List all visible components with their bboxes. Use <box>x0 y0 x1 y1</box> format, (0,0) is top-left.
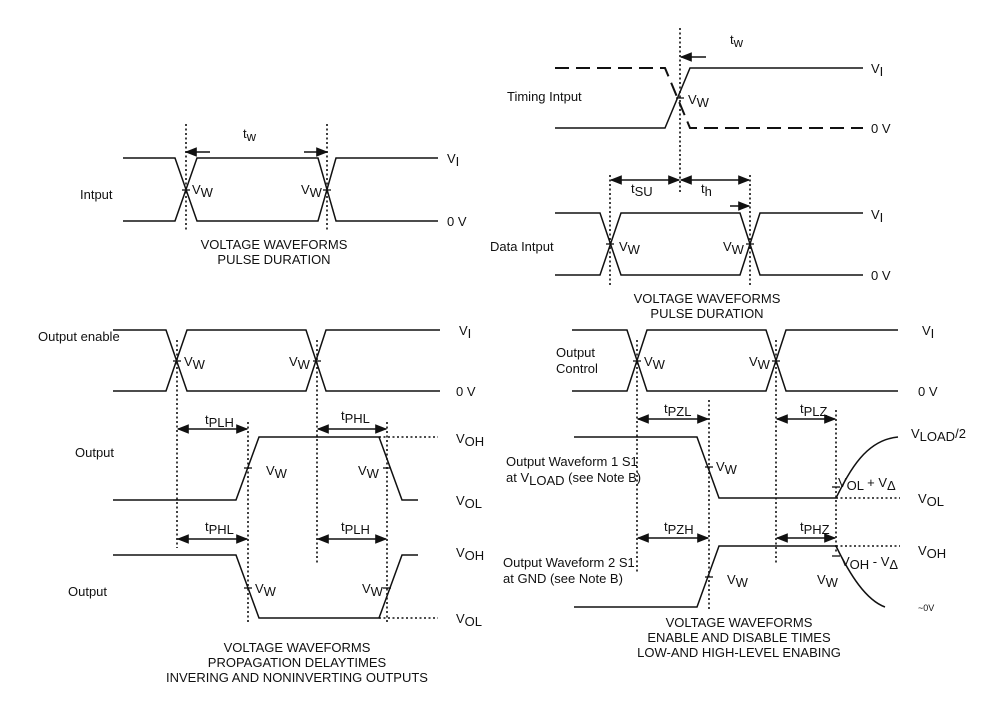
tw-label: tw <box>730 32 744 50</box>
waveform-1-note: at VLOAD (see Note B) <box>506 470 641 488</box>
vw-label: VW <box>266 463 288 481</box>
vw-label: VW <box>644 354 666 372</box>
intput-waveform-inverse <box>123 157 438 222</box>
panel-propagation-delay: Output enable VW VW VI 0 V tPLH tPHL Out… <box>38 323 484 685</box>
zero-v-label: 0 V <box>918 384 938 399</box>
output-2-waveform <box>113 554 418 619</box>
data-intput-label: Data Intput <box>490 239 554 254</box>
caption-line: ENABLE AND DISABLE TIMES <box>647 630 831 645</box>
voh-label: VOH <box>918 543 946 561</box>
voh-label: VOH <box>456 431 484 449</box>
output-enable-waveform <box>113 329 440 392</box>
tphz-label: tPHZ <box>800 519 830 537</box>
tsu-label: tSU <box>631 181 653 199</box>
output-2-label: Output <box>68 584 107 599</box>
vol-label: VOL <box>918 491 944 509</box>
timing-intput-dashed-waveform <box>555 67 863 129</box>
caption-line: VOLTAGE WAVEFORMS <box>666 615 813 630</box>
timing-intput-label: Timing Intput <box>507 89 582 104</box>
tw-label: tw <box>243 126 257 144</box>
caption-line: VOLTAGE WAVEFORMS <box>224 640 371 655</box>
th-label: th <box>701 181 712 199</box>
approx-zero-v-label: ~0V <box>918 603 934 613</box>
vload-half-label: VLOAD/2 <box>911 426 966 444</box>
output-enable-waveform-inverse <box>113 329 440 392</box>
vw-label: VW <box>723 239 745 257</box>
caption-line: PULSE DURATION <box>650 306 763 321</box>
intput-label: Intput <box>80 187 113 202</box>
crossing-ticks <box>173 97 840 589</box>
zero-v-label: 0 V <box>447 214 467 229</box>
vi-label: VI <box>459 323 471 341</box>
vw-label: VW <box>184 354 206 372</box>
zero-v-label: 0 V <box>456 384 476 399</box>
output-enable-label: Output enable <box>38 329 120 344</box>
waveform-1-label: Output Waveform 1 S1 <box>506 454 638 469</box>
waveform-2-note: at GND (see Note B) <box>503 571 623 586</box>
tplh-label: tPLH <box>205 412 234 430</box>
tphl-label: tPHL <box>341 408 370 426</box>
vw-label: VW <box>301 182 323 200</box>
vol-plus-delta-label: VOL + VΔ <box>838 475 896 493</box>
vi-label: VI <box>871 207 883 225</box>
data-intput-waveform-inverse <box>555 212 863 276</box>
vi-label: VI <box>922 323 934 341</box>
output-1-label: Output <box>75 445 114 460</box>
vol-label: VOL <box>456 493 482 511</box>
vi-label: VI <box>447 151 459 169</box>
output-waveform-2-fall <box>835 545 886 608</box>
vw-label: VW <box>688 92 710 110</box>
vw-label: VW <box>192 182 214 200</box>
vw-label: VW <box>362 581 384 599</box>
voh-label: VOH <box>456 545 484 563</box>
panel-setup-hold: tw Timing Intput VW VI 0 V tSU th Data I… <box>490 28 891 321</box>
panel-pulse-duration-left: tw Intput VW VW VI 0 V VOLTAGE WAVEFORMS… <box>80 124 467 267</box>
panel-enable-disable: Output Control VW VW VI 0 V tPZL tPLZ Ou… <box>503 323 966 660</box>
caption-line: PULSE DURATION <box>217 252 330 267</box>
vw-label: VW <box>358 463 380 481</box>
caption-line: VOLTAGE WAVEFORMS <box>634 291 781 306</box>
vw-label: VW <box>716 459 738 477</box>
vi-label: VI <box>871 61 883 79</box>
vol-label: VOL <box>456 611 482 629</box>
caption-line: PROPAGATION DELAYTIMES <box>208 655 387 670</box>
caption-line: INVERING AND NONINVERTING OUTPUTS <box>166 670 428 685</box>
output-control-label: Output <box>556 345 595 360</box>
tplz-label: tPLZ <box>800 401 828 419</box>
caption-line: VOLTAGE WAVEFORMS <box>201 237 348 252</box>
vw-label: VW <box>749 354 771 372</box>
caption-line: LOW-AND HIGH-LEVEL ENABING <box>637 645 841 660</box>
vw-label: VW <box>289 354 311 372</box>
intput-waveform <box>123 157 438 222</box>
vw-label: VW <box>727 572 749 590</box>
tplh-label: tPLH <box>341 519 370 537</box>
output-control-waveform <box>572 329 898 392</box>
tpzh-label: tPZH <box>664 519 694 537</box>
output-1-waveform <box>113 436 418 501</box>
timing-intput-waveform <box>555 67 863 129</box>
vw-label: VW <box>619 239 641 257</box>
output-control-label: Control <box>556 361 598 376</box>
data-intput-waveform <box>555 212 863 276</box>
vw-label: VW <box>255 581 277 599</box>
tphl-label: tPHL <box>205 519 234 537</box>
zero-v-label: 0 V <box>871 268 891 283</box>
output-waveform-1-rise <box>835 436 899 499</box>
tpzl-label: tPZL <box>664 401 691 419</box>
output-control-waveform-inverse <box>572 329 898 392</box>
waveform-2-label: Output Waveform 2 S1 <box>503 555 635 570</box>
zero-v-label: 0 V <box>871 121 891 136</box>
voh-minus-delta-label: VOH - VΔ <box>841 554 898 572</box>
vw-label: VW <box>817 572 839 590</box>
